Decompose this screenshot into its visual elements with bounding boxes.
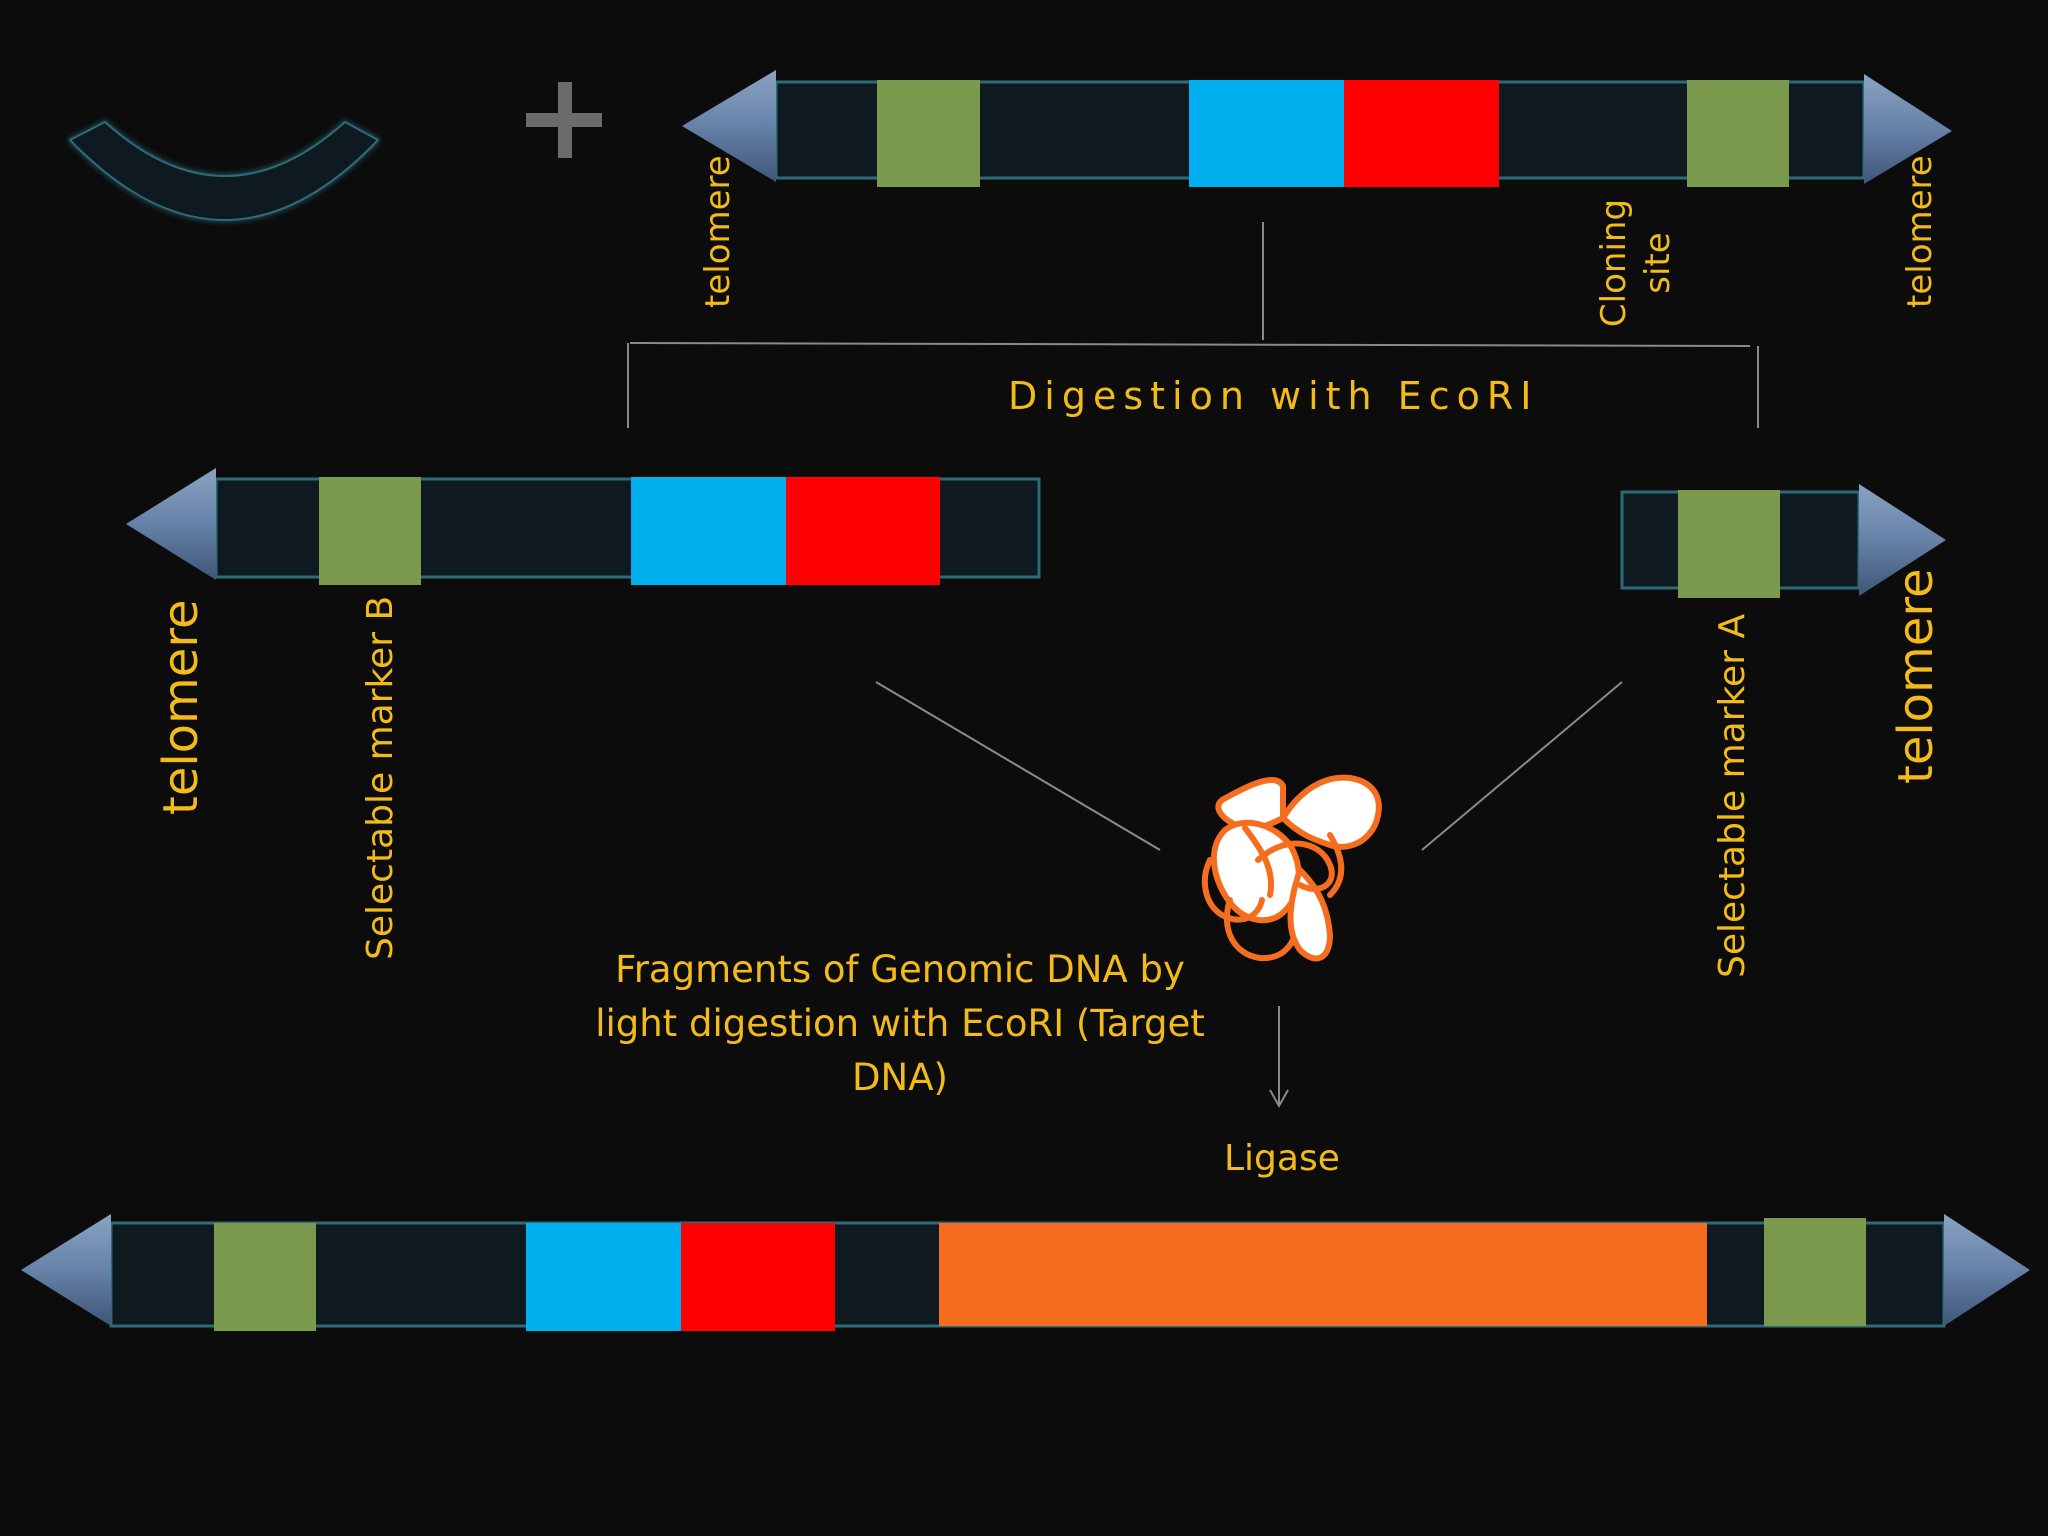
- selectable-marker-a-mid: [1678, 490, 1780, 598]
- down-arrow: [1269, 1006, 1289, 1109]
- selectable-marker-b-top: [877, 80, 980, 187]
- selectable-marker-a-label: Selectable marker A: [1712, 613, 1753, 978]
- cloning-site-label: Cloning site: [1594, 198, 1678, 328]
- telomere-right-bottom: [1944, 1214, 2030, 1326]
- tangled-dna-icon: [1201, 774, 1382, 962]
- telomere-label-top-left: telomere: [698, 155, 738, 308]
- left-arm: [126, 468, 1041, 585]
- plus-icon: [526, 82, 602, 158]
- red-segment-top: [1344, 80, 1499, 187]
- digestion-title: Digestion with EcoRI: [1008, 374, 1539, 418]
- circular-vector-arc: [67, 120, 381, 222]
- telomere-label-mid-left: telomere: [153, 599, 209, 815]
- telomere-right-mid: [1859, 484, 1946, 596]
- yac-vector-top: [682, 70, 1952, 187]
- selectable-marker-b-label: Selectable marker B: [360, 595, 401, 960]
- telomere-right-top: [1864, 74, 1952, 184]
- selectable-marker-b-bottom: [214, 1223, 316, 1331]
- target-dna-insert: [939, 1223, 1707, 1326]
- red-segment-bottom: [681, 1223, 835, 1331]
- selectable-marker-a-bottom: [1764, 1218, 1866, 1326]
- telomere-left-mid: [126, 468, 216, 580]
- blue-segment-bottom: [526, 1223, 681, 1331]
- telomere-label-mid-right: telomere: [1888, 568, 1944, 784]
- fragments-label: Fragments of Genomic DNA by light digest…: [595, 948, 1205, 1099]
- ligase-label: Ligase: [1224, 1138, 1340, 1179]
- digestion-bracket: [627, 222, 1759, 428]
- blue-segment-top: [1189, 80, 1344, 187]
- telomere-label-top-right: telomere: [1900, 155, 1940, 308]
- right-arm: [1620, 484, 1946, 598]
- recombinant-yac: [21, 1214, 2030, 1331]
- selectable-marker-a-top: [1687, 80, 1789, 187]
- red-segment-mid: [786, 477, 940, 585]
- telomere-left-bottom: [21, 1214, 111, 1326]
- converging-lines: [875, 681, 1623, 851]
- blue-segment-mid: [631, 477, 786, 585]
- selectable-marker-b-mid: [319, 477, 421, 585]
- telomere-left-top: [682, 70, 776, 182]
